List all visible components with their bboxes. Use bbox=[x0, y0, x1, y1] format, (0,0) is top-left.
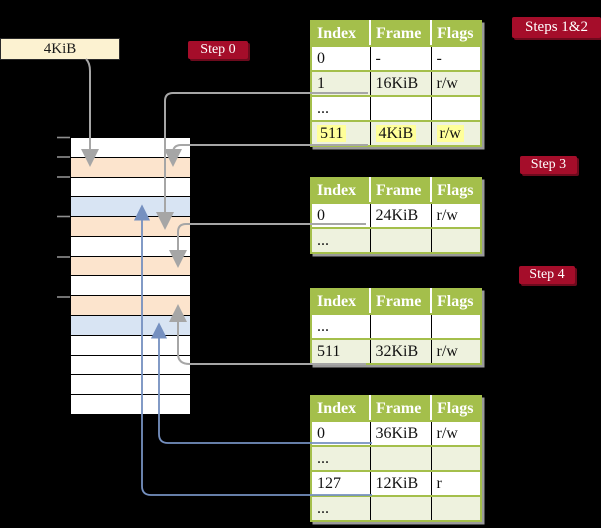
badge-steps-1-2: Steps 1&2 bbox=[512, 17, 601, 38]
table-row: ... bbox=[310, 495, 482, 522]
cell-flags bbox=[430, 495, 482, 522]
cell-index: 0 bbox=[310, 420, 371, 447]
table-row: ... bbox=[310, 313, 482, 340]
page-table-level-root: Index Frame Flags 0 - - 1 16KiB r/w ... … bbox=[310, 20, 482, 147]
arrow-table1-entry511-to-frame-4kib bbox=[164, 144, 368, 167]
cell-frame: 4KiB bbox=[369, 120, 432, 147]
column-header-frame: Frame bbox=[369, 395, 432, 422]
cell-index: 511 bbox=[310, 338, 371, 365]
cell-flags: r/w bbox=[430, 338, 482, 365]
memory-frame-row-table bbox=[71, 296, 190, 317]
cell-index: ... bbox=[310, 95, 371, 122]
cell-index: 0 bbox=[310, 202, 371, 229]
column-header-flags: Flags bbox=[430, 177, 482, 204]
table-header-row: Index Frame Flags bbox=[310, 288, 482, 315]
cell-frame: 32KiB bbox=[369, 338, 432, 365]
table-header-row: Index Frame Flags bbox=[310, 395, 482, 422]
memory-frame-row-free bbox=[71, 177, 190, 198]
physical-memory-stack bbox=[70, 137, 191, 415]
table-row: ... bbox=[310, 95, 482, 122]
column-header-index: Index bbox=[310, 395, 371, 422]
cell-frame bbox=[369, 495, 432, 522]
memory-frame-row-free bbox=[71, 395, 190, 414]
memory-frame-row-table bbox=[71, 256, 190, 277]
cell-index: 511 bbox=[310, 120, 371, 147]
memory-frame-row-free bbox=[71, 375, 190, 396]
cell-flags: r/w bbox=[430, 70, 482, 97]
cell-flags bbox=[430, 445, 482, 472]
badge-step-3: Step 3 bbox=[520, 156, 577, 174]
badge-step-4: Step 4 bbox=[519, 266, 575, 284]
table-header-row: Index Frame Flags bbox=[310, 20, 482, 47]
memory-frame-row-table bbox=[71, 217, 190, 237]
cell-frame bbox=[369, 95, 432, 122]
frame-boundary-ticks bbox=[57, 136, 70, 298]
column-header-index: Index bbox=[310, 177, 371, 204]
column-header-frame: Frame bbox=[369, 288, 432, 315]
table-row: 1 16KiB r/w bbox=[310, 70, 482, 97]
column-header-frame: Frame bbox=[369, 177, 432, 204]
cell-frame bbox=[369, 227, 432, 254]
cell-flags bbox=[430, 95, 482, 122]
cell-frame: 12KiB bbox=[369, 470, 432, 497]
table-header-row: Index Frame Flags bbox=[310, 177, 482, 204]
cell-flags: r/w bbox=[430, 420, 482, 447]
memory-frame-row-table bbox=[71, 157, 190, 178]
cell-flags: - bbox=[430, 45, 482, 72]
column-header-flags: Flags bbox=[430, 20, 482, 47]
cell-index: ... bbox=[310, 495, 371, 522]
table-row: ... bbox=[310, 227, 482, 254]
table-row: 0 36KiB r/w bbox=[310, 420, 482, 447]
memory-frame-row-page bbox=[71, 316, 190, 336]
cell-flags bbox=[430, 227, 482, 254]
cell-frame: - bbox=[369, 45, 432, 72]
memory-frame-row-free bbox=[71, 355, 190, 376]
column-header-index: Index bbox=[310, 20, 371, 47]
cell-index: ... bbox=[310, 313, 371, 340]
column-header-frame: Frame bbox=[369, 20, 432, 47]
table-row: 0 - - bbox=[310, 45, 482, 72]
root-table-address-label: 4KiB bbox=[0, 38, 120, 60]
column-header-flags: Flags bbox=[430, 288, 482, 315]
page-table-level-3: Index Frame Flags ... 511 32KiB r/w bbox=[310, 288, 482, 365]
cell-frame: 16KiB bbox=[369, 70, 432, 97]
cell-frame: 36KiB bbox=[369, 420, 432, 447]
cell-index: 127 bbox=[310, 470, 371, 497]
page-table-level-2: Index Frame Flags 0 24KiB r/w ... bbox=[310, 177, 482, 254]
memory-frame-row-page bbox=[71, 197, 190, 218]
memory-frame-row-free bbox=[71, 138, 190, 158]
cell-frame bbox=[369, 313, 432, 340]
cell-flags bbox=[430, 313, 482, 340]
cell-index: ... bbox=[310, 227, 371, 254]
table-row: ... bbox=[310, 445, 482, 472]
cell-index: 0 bbox=[310, 45, 371, 72]
cell-flags: r/w bbox=[430, 202, 482, 229]
table-row: 0 24KiB r/w bbox=[310, 202, 482, 229]
table-row: 127 12KiB r bbox=[310, 470, 482, 497]
memory-frame-row-free bbox=[71, 335, 190, 356]
cell-flags: r/w bbox=[430, 120, 482, 147]
column-header-flags: Flags bbox=[430, 395, 482, 422]
cell-index: ... bbox=[310, 445, 371, 472]
cell-frame: 24KiB bbox=[369, 202, 432, 229]
cell-index: 1 bbox=[310, 70, 371, 97]
table-row: 511 32KiB r/w bbox=[310, 338, 482, 365]
page-table-leaf-level: Index Frame Flags 0 36KiB r/w ... 127 12… bbox=[310, 395, 482, 522]
cell-frame bbox=[369, 445, 432, 472]
badge-step-0: Step 0 bbox=[188, 41, 248, 59]
cell-flags: r bbox=[430, 470, 482, 497]
table-row-highlighted: 511 4KiB r/w bbox=[310, 120, 482, 147]
memory-frame-row-free bbox=[71, 276, 190, 297]
memory-frame-row-free bbox=[71, 236, 190, 257]
column-header-index: Index bbox=[310, 288, 371, 315]
